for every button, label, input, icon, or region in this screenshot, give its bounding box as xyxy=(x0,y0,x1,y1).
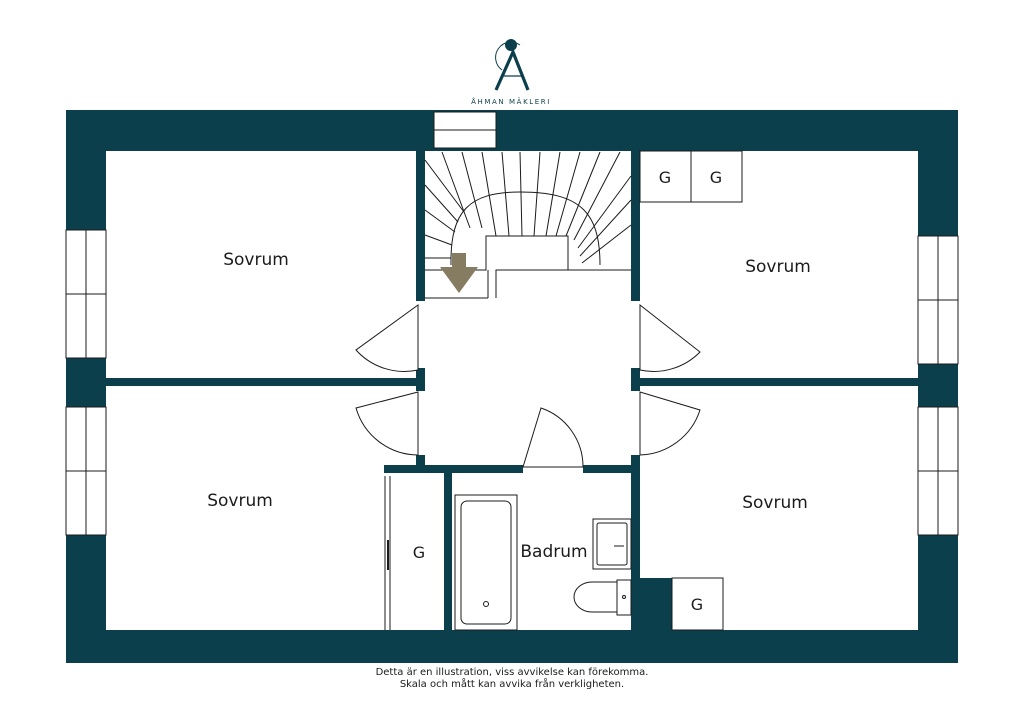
door-bottom-left-bedroom xyxy=(355,391,419,456)
toilet xyxy=(573,579,632,616)
door-top-left-bedroom xyxy=(355,304,419,372)
closet-bottom-right xyxy=(671,577,724,631)
door-bathroom xyxy=(522,407,584,468)
windows xyxy=(65,229,959,536)
staircase xyxy=(424,151,632,299)
window-right-lower xyxy=(917,406,959,536)
bathtub xyxy=(454,494,518,631)
room-label-bedroom-bottom-right: Sovrum xyxy=(742,493,808,513)
window-left-upper xyxy=(65,229,107,359)
window-right-upper xyxy=(917,235,959,365)
interior-walls xyxy=(106,151,918,630)
closet-label-top-right-2: G xyxy=(710,168,722,187)
closet-label-hall-wardrobe: G xyxy=(413,543,425,562)
door-bottom-right-bedroom xyxy=(639,391,701,456)
room-label-bedroom-bottom-left: Sovrum xyxy=(207,491,273,511)
sink xyxy=(592,518,632,570)
brand-name: ÅHMAN MÄKLERI xyxy=(471,97,551,106)
wardrobe-sliding-doors xyxy=(384,476,391,630)
closets-top-right xyxy=(639,150,743,203)
door-top-right-bedroom xyxy=(639,303,701,372)
doors xyxy=(355,303,701,468)
disclaimer-line-1: Detta är en illustration, viss avvikelse… xyxy=(375,667,649,678)
window-left-lower xyxy=(65,406,107,536)
vent-box xyxy=(433,111,497,149)
closet-label-bottom-right: G xyxy=(691,595,703,614)
closet-label-top-right-1: G xyxy=(659,168,671,187)
disclaimer-line-2: Skala och mått kan avvika från verklighe… xyxy=(399,679,625,690)
room-label-bedroom-top-right: Sovrum xyxy=(745,257,811,277)
stair-down-arrow-icon xyxy=(440,253,478,293)
ahman-logo-icon xyxy=(494,39,530,91)
room-label-bedroom-top-left: Sovrum xyxy=(223,250,289,270)
room-label-bathroom: Badrum xyxy=(520,542,587,562)
